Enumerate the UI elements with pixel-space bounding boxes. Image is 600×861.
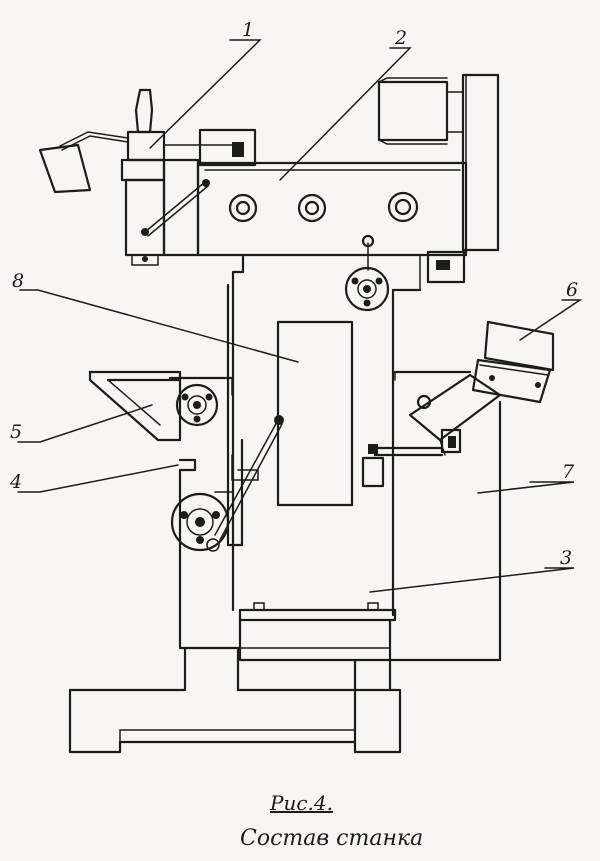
callout-7: 7	[562, 461, 575, 483]
figure-caption-title: Состав станка	[240, 826, 423, 851]
knee-control-rod	[214, 415, 284, 541]
callout-5: 5	[10, 421, 22, 443]
spindle-head-housing	[196, 161, 468, 257]
table-handwheel	[175, 383, 219, 427]
drive-motor	[377, 73, 500, 252]
callout-4: 4	[9, 471, 22, 493]
pendant-arm	[361, 444, 444, 488]
column-handwheel	[344, 234, 390, 312]
callout-3: 3	[560, 547, 572, 569]
machine-base	[68, 646, 402, 754]
spindle-unit	[120, 88, 257, 266]
callout-2: 2	[394, 27, 407, 49]
leader-lines	[17, 39, 583, 593]
machine-column	[231, 253, 422, 662]
callout-1: 1	[242, 19, 254, 41]
knee-handwheel	[170, 492, 230, 552]
callout-6: 6	[566, 279, 578, 301]
side-bracket	[419, 250, 466, 291]
figure-caption-number: Рис.4.	[269, 791, 333, 815]
work-lamp	[38, 131, 129, 194]
center-panel	[276, 320, 354, 507]
knee-console	[178, 283, 259, 650]
work-table	[88, 370, 234, 442]
side-cabinet	[388, 370, 502, 662]
callout-8: 8	[12, 270, 24, 292]
control-pendant	[408, 320, 555, 456]
